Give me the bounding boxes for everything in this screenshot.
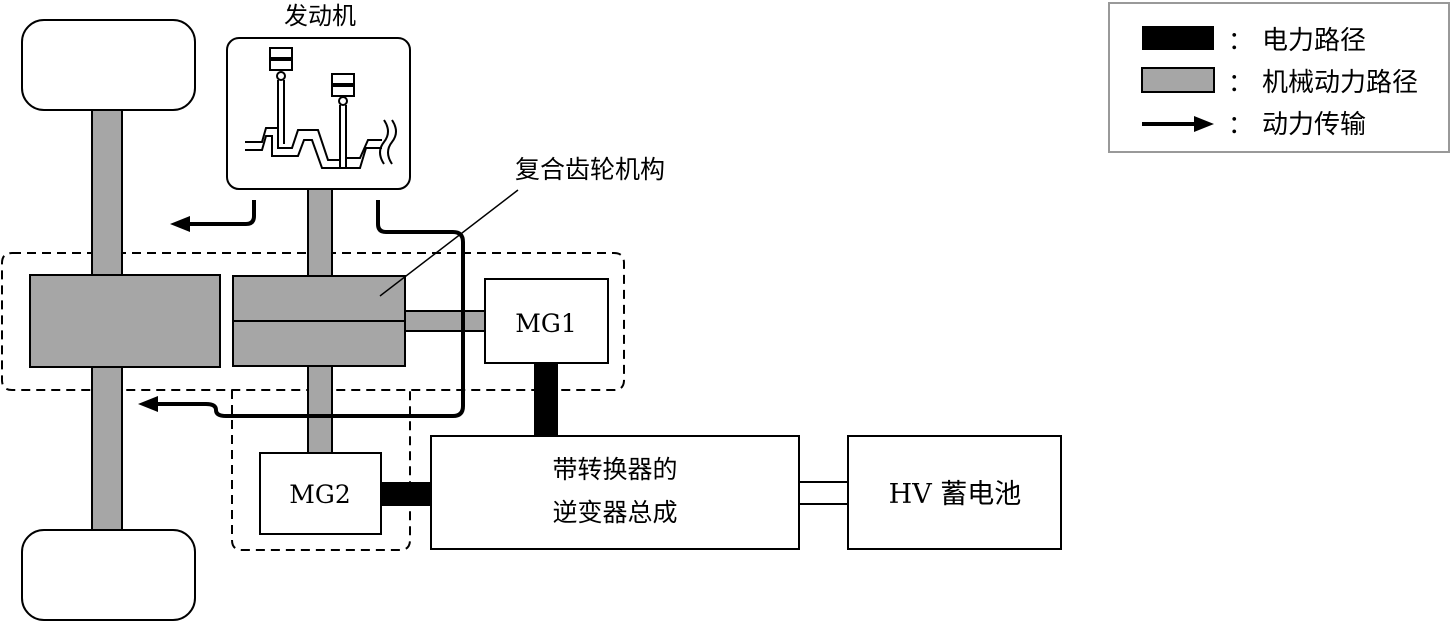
electric-path-mg1-inverter — [534, 363, 558, 437]
legend-colon-3: ： — [1228, 110, 1253, 139]
legend-electric-label: 电力路径 — [1262, 26, 1366, 56]
electric-path-mg2-inverter — [381, 482, 432, 506]
legend-mechanical-swatch — [1141, 67, 1215, 93]
legend-colon-1: ： — [1228, 26, 1253, 55]
legend-arrow-icon — [1194, 116, 1214, 132]
mg2-label: MG2 — [289, 480, 350, 509]
engine-shaft — [307, 187, 333, 279]
mg2-box — [259, 452, 382, 535]
arrowhead-lower — [138, 396, 158, 412]
dashed-enclosure-mg2 — [231, 390, 411, 551]
power-flow-arrow-engine-to-axle — [188, 200, 256, 226]
compound-gear-label: 复合齿轮机构 — [515, 155, 665, 184]
differential-box — [29, 274, 221, 368]
legend-colon-2: ： — [1228, 68, 1253, 97]
mg2-shaft — [307, 364, 333, 456]
legend-electric-swatch — [1142, 26, 1214, 50]
wheel-rear — [21, 529, 196, 621]
mg1-box — [484, 278, 609, 364]
engine-piston-icon — [245, 47, 397, 169]
mg1-label: MG1 — [515, 309, 576, 338]
wheel-front — [21, 19, 196, 111]
dashed-enclosure-main — [1, 252, 625, 391]
engine-box — [226, 37, 411, 190]
power-flow-arrow-engine-to-mg1-mg2 — [156, 200, 465, 418]
legend: ： 电力路径 ： 机械动力路径 ： 动力传输 — [1108, 2, 1450, 153]
battery-box — [847, 435, 1062, 550]
engine-label: 发动机 — [284, 2, 356, 30]
inverter-box — [430, 435, 800, 550]
inverter-label-line2: 逆变器总成 — [552, 498, 677, 527]
mg1-shaft — [403, 310, 489, 332]
inverter-label-line1: 带转换器的 — [552, 455, 677, 484]
legend-mechanical-label: 机械动力路径 — [1262, 68, 1418, 98]
battery-label: HV 蓄电池 — [889, 479, 1022, 510]
compound-gear-leader — [379, 189, 519, 297]
arrowhead-upper — [170, 216, 190, 232]
legend-transmission-label: 动力传输 — [1262, 110, 1366, 140]
